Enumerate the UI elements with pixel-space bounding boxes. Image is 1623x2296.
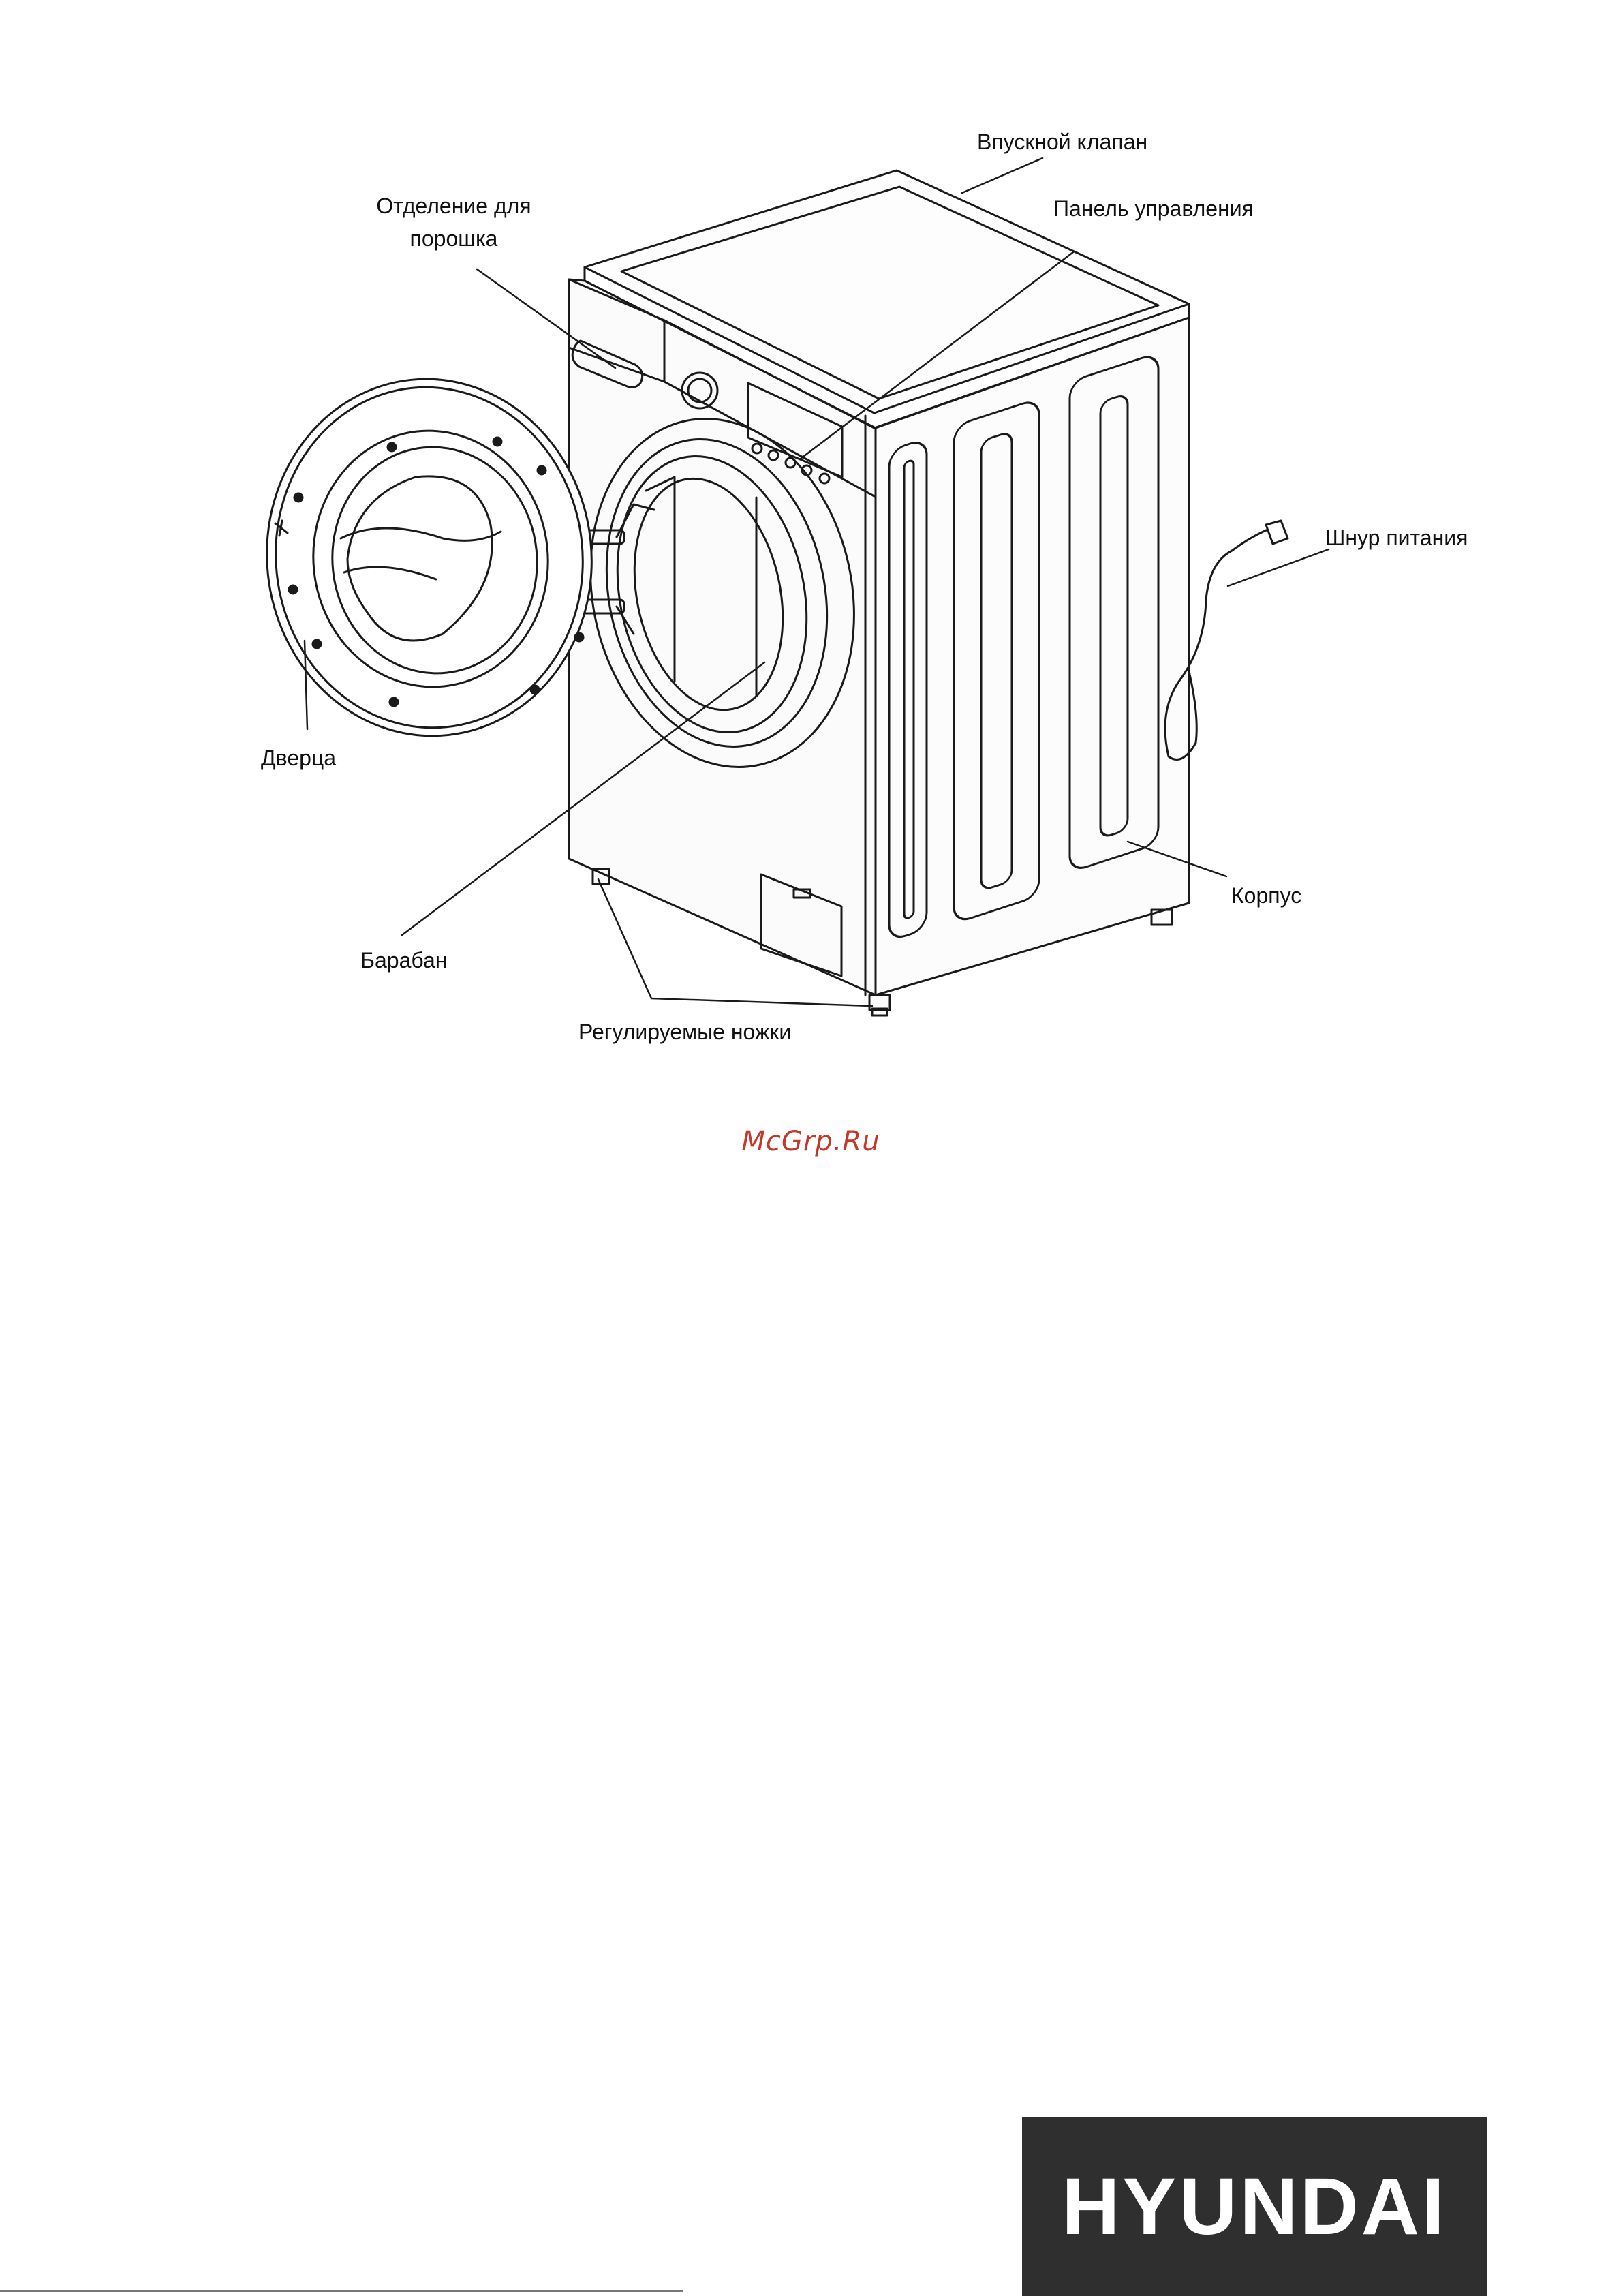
- brand-logo: HYUNDAI: [1022, 2117, 1487, 2296]
- door: [249, 363, 609, 752]
- label-cabinet: Корпус: [1231, 879, 1301, 912]
- label-adjustable-feet: Регулируемые ножки: [578, 1015, 791, 1048]
- side-panel: [865, 318, 1189, 995]
- label-detergent-line2: порошка: [364, 222, 544, 255]
- label-detergent-line1: Отделение для: [364, 189, 544, 222]
- leader-inlet-valve: [962, 158, 1042, 193]
- footer-rule: [0, 2290, 683, 2292]
- label-power-cord: Шнур питания: [1325, 521, 1468, 554]
- brand-logo-text: HYUNDAI: [1062, 2160, 1447, 2253]
- label-control-panel: Панель управления: [1053, 192, 1254, 225]
- label-drum: Барабан: [360, 944, 447, 977]
- leader-power-cord: [1228, 549, 1329, 586]
- watermark: McGrp.Ru: [722, 1126, 899, 1157]
- label-door: Дверца: [261, 741, 336, 774]
- label-detergent-compartment: Отделение для порошка: [364, 189, 544, 255]
- label-inlet-valve: Впускной клапан: [977, 125, 1147, 158]
